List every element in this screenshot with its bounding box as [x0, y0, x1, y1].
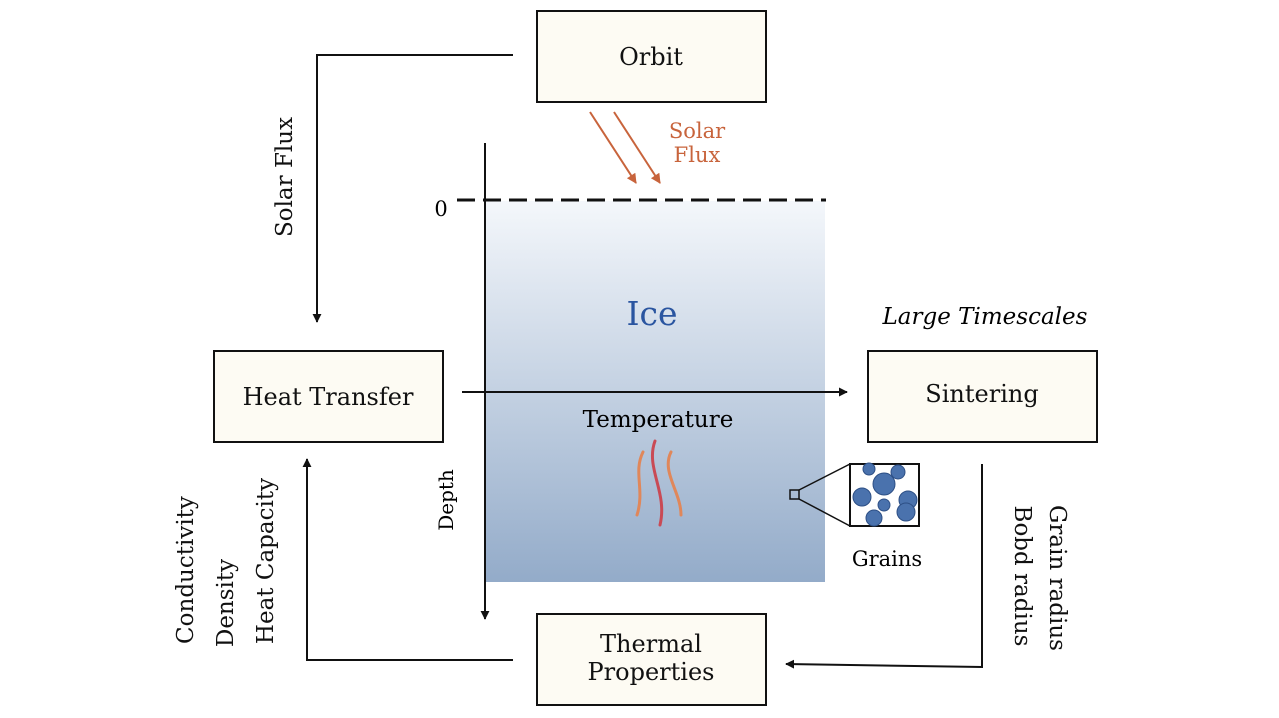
grain-radius-label: Grain radius [1044, 505, 1070, 651]
large-timescales-label: Large Timescales [882, 304, 1088, 330]
temperature-label: Temperature [583, 407, 734, 433]
thermal-properties-label-line1: Thermal [600, 630, 702, 658]
sintering-box [867, 350, 1098, 443]
heat-transfer-label: Heat Transfer [243, 383, 414, 411]
ice-label: Ice [626, 294, 677, 333]
grains-zoom [789, 462, 920, 527]
density-label: Density [213, 559, 239, 647]
thermal-properties-box [536, 613, 767, 706]
sintering-label: Sintering [925, 380, 1038, 408]
thermal-properties-label-line2: Properties [588, 658, 715, 686]
grain-particles [852, 462, 918, 527]
orbit-label: Orbit [619, 43, 683, 71]
solar-ray-2 [613, 111, 661, 184]
solar-flux-side-label: Solar Flux [272, 117, 298, 237]
bond-radius-label: Bobd radius [1009, 506, 1035, 647]
depth-label: Depth [434, 469, 458, 531]
heat-capacity-label: Heat Capacity [253, 478, 279, 644]
heat-transfer-box [213, 350, 444, 443]
heat-waves-icon [635, 439, 683, 527]
arrow-thermal-properties-to-heat-transfer [302, 458, 513, 661]
solar-flux-label-line1: Solar [669, 119, 726, 143]
grains-label: Grains [852, 547, 922, 571]
conductivity-label: Conductivity [173, 496, 199, 644]
surface-zero-label: 0 [434, 197, 447, 221]
orbit-box [536, 10, 767, 103]
arrow-sintering-to-thermal-properties [785, 464, 983, 669]
solar-flux-label-line2: Flux [674, 143, 721, 167]
arrow-orbit-to-heat-transfer [312, 54, 513, 323]
solar-ray-1 [589, 111, 637, 184]
